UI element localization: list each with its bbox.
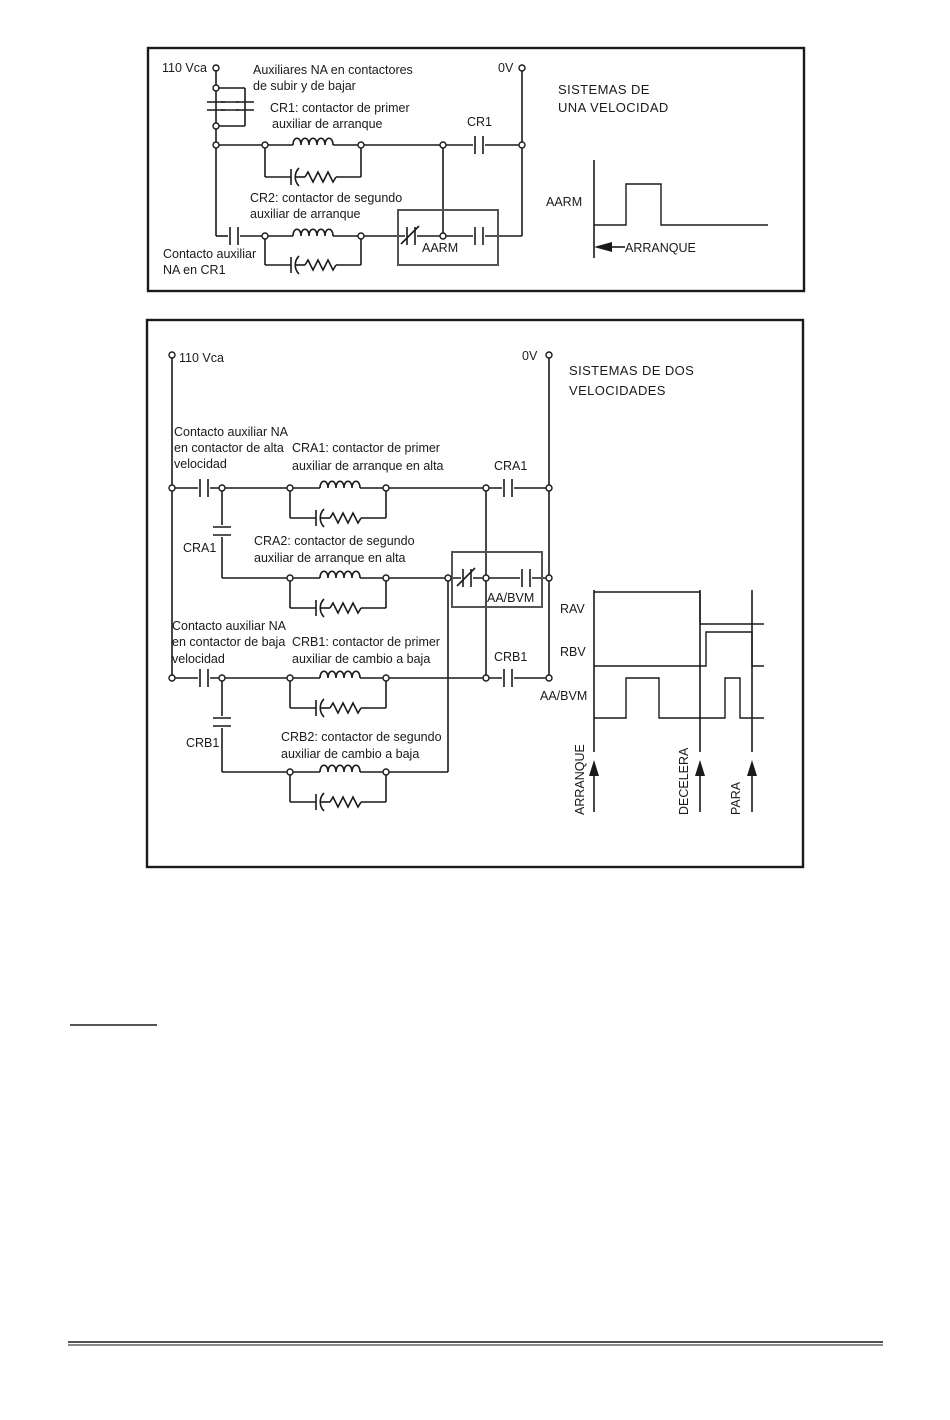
d2-aabvm-waveform xyxy=(594,677,764,719)
d1-title-1: SISTEMAS DE xyxy=(558,82,650,97)
d2-cra2-desc-2: auxiliar de arranque en alta xyxy=(254,551,406,565)
d2-aux-low-1: Contacto auxiliar NA xyxy=(172,619,287,633)
crb2-coil xyxy=(319,764,361,773)
cra1-coil xyxy=(319,480,361,489)
diagram1-frame xyxy=(146,46,806,293)
d2-cra2-desc-1: CRA2: contactor de segundo xyxy=(254,534,415,548)
crb2-snubber xyxy=(289,792,387,812)
d1-cr1-desc-2: auxiliar de arranque xyxy=(272,117,383,131)
d2-event-stop: PARA xyxy=(729,781,743,815)
d1-cr2-desc-2: auxiliar de arranque xyxy=(250,207,361,221)
aabvm-no-contact xyxy=(521,568,531,588)
d2-event-start: ARRANQUE xyxy=(573,744,587,815)
d1-cr1-contact-label: CR1 xyxy=(467,115,492,129)
cr1-aux-contact xyxy=(229,226,239,246)
d2-crb2-desc-1: CRB2: contactor de segundo xyxy=(281,730,442,744)
d2-decel-arrow xyxy=(695,760,705,776)
cra1-snubber xyxy=(289,508,387,528)
d2-crb1-desc-2: auxiliar de cambio a baja xyxy=(292,652,430,666)
d2-timing-rbv: RBV xyxy=(560,645,586,659)
d2-cra1-contact-top: CRA1 xyxy=(494,459,527,473)
aux-up-contact xyxy=(220,101,240,111)
diagram2-nodes xyxy=(168,351,553,776)
diagram2-frame xyxy=(145,318,805,869)
d2-rbv-waveform xyxy=(594,631,764,667)
cr1-coil xyxy=(292,137,334,146)
d1-aux-cr1-1: Contacto auxiliar xyxy=(163,247,256,261)
d2-cra1-desc-1: CRA1: contactor de primer xyxy=(292,441,440,455)
cra1-aux-contact xyxy=(212,526,232,536)
d2-timing-aabvm: AA/BVM xyxy=(540,689,587,703)
d1-timing: AARM ARRANQUE xyxy=(546,160,768,258)
d1-timing-label: AARM xyxy=(546,195,582,209)
d1-arrow-head xyxy=(594,242,612,252)
d2-supply-left: 110 Vca xyxy=(179,351,224,365)
d1-timing-arrow: ARRANQUE xyxy=(625,241,696,255)
d1-aux-updown-2: de subir y de bajar xyxy=(253,79,356,93)
d1-title-2: UNA VELOCIDAD xyxy=(558,100,669,115)
cr2-snubber xyxy=(264,255,362,275)
d1-cr1-desc-1: CR1: contactor de primer xyxy=(270,101,410,115)
crb1-aux-contact xyxy=(212,717,232,727)
d2-crb2-desc-2: auxiliar de cambio a baja xyxy=(281,747,419,761)
cra1-contact xyxy=(503,478,513,498)
d2-crb1-contact-left: CRB1 xyxy=(186,736,219,750)
crb1-coil xyxy=(319,670,361,679)
d2-stop-arrow xyxy=(747,760,757,776)
d2-title-2: VELOCIDADES xyxy=(569,383,666,398)
d2-timing-rav: RAV xyxy=(560,602,585,616)
d2-start-arrow xyxy=(589,760,599,776)
diagram1-nodes xyxy=(212,64,526,240)
d2-aux-high-1: Contacto auxiliar NA xyxy=(174,425,289,439)
diagram-two-speed: 110 Vca 0V SISTEMAS DE DOS VELOCIDADES C… xyxy=(145,318,805,869)
d2-supply-right: 0V xyxy=(522,349,538,363)
d1-aux-cr1-2: NA en CR1 xyxy=(163,263,226,277)
cra2-snubber xyxy=(289,598,387,618)
d2-aux-low-3: velocidad xyxy=(172,652,225,666)
cr2-coil xyxy=(292,228,334,237)
d2-rav-waveform xyxy=(594,591,764,625)
diagram-one-speed: 110 Vca 0V Auxiliares NA en contactores … xyxy=(146,46,806,293)
aux-low-contact xyxy=(199,668,209,688)
d1-aarm-contact-label: AARM xyxy=(422,241,458,255)
aarm-highlight-box xyxy=(397,209,499,266)
d1-supply-right: 0V xyxy=(498,61,514,75)
crb1-snubber xyxy=(289,698,387,718)
d1-cr2-desc-1: CR2: contactor de segundo xyxy=(250,191,402,205)
d2-aux-low-2: en contactor de baja xyxy=(172,635,285,649)
d2-cra1-desc-2: auxiliar de arranque en alta xyxy=(292,459,444,473)
d2-aux-high-2: en contactor de alta xyxy=(174,441,284,455)
diagram2-wiring xyxy=(171,355,550,802)
d2-event-decel: DECELERA xyxy=(677,747,691,815)
aux-high-contact xyxy=(199,478,209,498)
cr1-contact xyxy=(474,135,484,155)
crb1-contact xyxy=(503,668,513,688)
cra2-coil xyxy=(319,570,361,579)
d2-cra1-contact-left: CRA1 xyxy=(183,541,216,555)
d2-timing: RAV RBV AA/BVM ARRANQUE DECELERA PARA xyxy=(540,590,764,815)
d2-crb1-contact-top: CRB1 xyxy=(494,650,527,664)
d1-supply-left: 110 Vca xyxy=(162,61,207,75)
d2-aabvm-contact-label: AA/BVM xyxy=(487,591,534,605)
aabvm-highlight-box xyxy=(451,551,543,608)
d2-aux-high-3: velocidad xyxy=(174,457,227,471)
d1-aux-updown-1: Auxiliares NA en contactores xyxy=(253,63,413,77)
d2-crb1-desc-1: CRB1: contactor de primer xyxy=(292,635,440,649)
d1-aarm-waveform xyxy=(594,183,768,226)
d2-title-1: SISTEMAS DE DOS xyxy=(569,363,694,378)
aarm-no-contact xyxy=(474,226,484,246)
cr1-snubber xyxy=(264,167,362,187)
